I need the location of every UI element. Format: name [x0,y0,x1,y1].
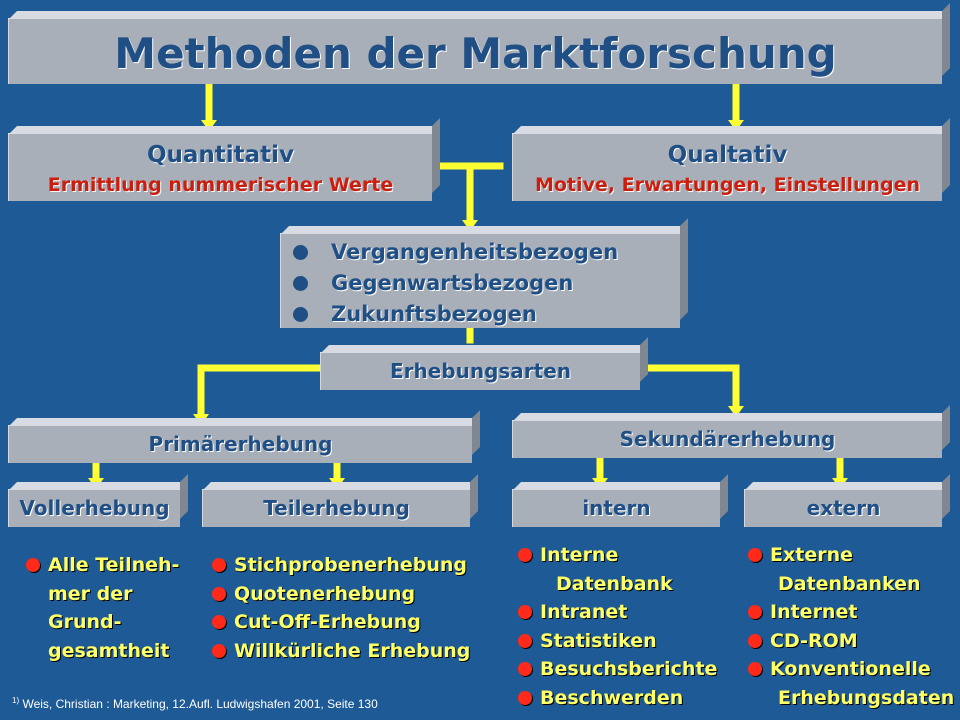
vollerhebung-label: Vollerhebung [19,496,170,520]
list-item: Erhebungsdaten [778,686,955,709]
quantitativ-subtitle: Ermittlung nummerischer Werte [47,174,394,196]
list-item: Externe [746,541,954,570]
intern-label: intern [582,496,651,520]
intern-box: intern [512,489,720,527]
quantitativ-box: Quantitativ Ermittlung nummerischer Wert… [8,133,432,201]
teilerhebung-box: Teilerhebung [202,489,470,527]
teil-list: Stichprobenerhebung Quotenerhebung Cut-O… [210,551,470,665]
list-item: Zukunftsbezogen [281,299,618,330]
qualitativ-box: Qualtativ Motive, Erwartungen, Einstellu… [512,133,942,201]
list-item: Konventionelle [746,655,954,684]
teilerhebung-label: Teilerhebung [263,496,410,520]
list-item: Datenbanken [778,572,921,595]
list-item: Grund- [48,611,122,633]
list-item: mer der [48,582,133,605]
sekundaer-box: Sekundärerhebung [512,420,942,458]
sekundaer-label: Sekundärerhebung [619,427,836,451]
footnote: 1) Weis, Christian : Marketing, 12.Aufl.… [12,696,378,711]
zeitbezug-list: Vergangenheitsbezogen Gegenwartsbezogen … [281,237,618,330]
list-item: Stichprobenerhebung [210,551,470,580]
vollerhebung-box: Vollerhebung [8,489,180,527]
voll-list: Alle Teilneh- mer der Grund- gesamtheit [24,551,179,665]
list-item: Besuchsberichte [516,655,717,684]
primaer-box: Primärerhebung [8,425,472,463]
erhebungsarten-box: Erhebungsarten [320,352,640,390]
primaer-label: Primärerhebung [148,432,333,456]
list-item: Gegenwartsbezogen [281,268,618,299]
list-item: Beschwerden [516,684,717,713]
footnote-text: Weis, Christian : Marketing, 12.Aufl. Lu… [22,697,378,711]
list-item: Quotenerhebung [210,580,470,609]
list-item: Intranet [516,598,717,627]
extern-label: extern [806,496,881,520]
list-item: Internet [746,598,954,627]
list-item: Statistiken [516,627,717,656]
qualitativ-subtitle: Motive, Erwartungen, Einstellungen [534,174,921,196]
footnote-mark: 1) [12,696,20,705]
list-item: Vergangenheitsbezogen [281,237,618,268]
page-title: Methoden der Marktforschung [114,29,837,78]
erhebungsarten-label: Erhebungsarten [389,359,572,383]
extern-list: Externe Datenbanken Internet CD-ROM Konv… [746,541,954,712]
list-item: Cut-Off-Erhebung [210,608,470,637]
list-item: Willkürliche Erhebung [210,637,470,666]
quantitativ-title: Quantitativ [146,142,295,168]
list-item: Datenbank [556,572,673,595]
list-item: gesamtheit [48,639,170,662]
qualitativ-title: Qualtativ [667,142,788,168]
list-item: Interne [516,541,717,570]
extern-box: extern [744,489,942,527]
intern-list: Interne Datenbank Intranet Statistiken B… [516,541,717,712]
list-item: CD-ROM [746,627,954,656]
zeitbezug-box: Vergangenheitsbezogen Gegenwartsbezogen … [280,233,680,328]
title-box: Methoden der Marktforschung [8,18,942,84]
list-item: Alle Teilneh- [24,551,179,580]
